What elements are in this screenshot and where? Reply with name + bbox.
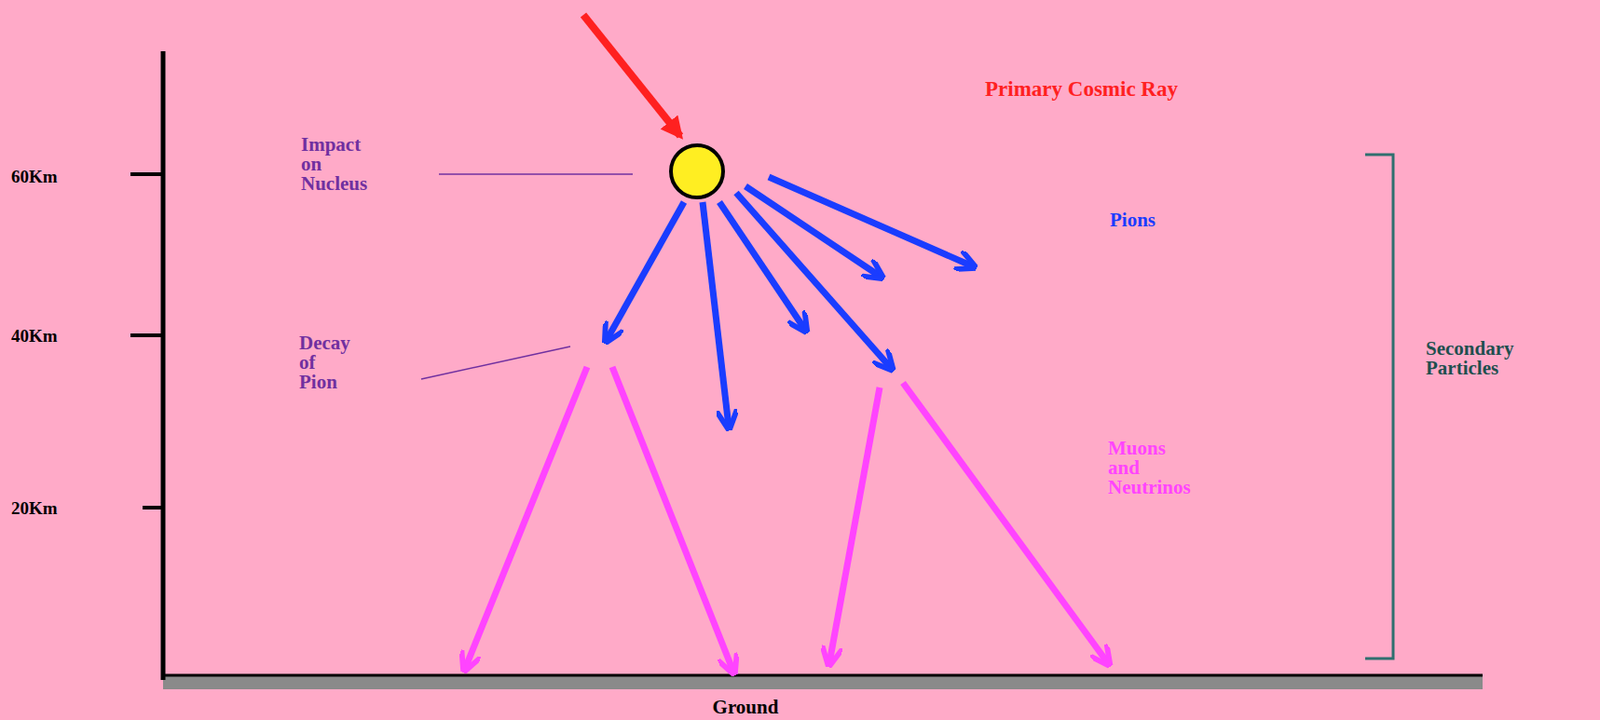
axis-tick [130, 333, 164, 338]
particle-label: Pions [1109, 210, 1156, 231]
particle-label: Muons and Neutrinos [1107, 438, 1191, 498]
leader-line [421, 346, 571, 380]
altitude-label: 40Km [11, 327, 58, 345]
pion-arrows [606, 177, 973, 427]
bracket [1365, 154, 1394, 659]
leader-line [438, 173, 633, 176]
ground-label: Ground [712, 697, 780, 718]
bracket-label: Secondary Particles [1425, 339, 1515, 379]
axis-tick [142, 505, 164, 510]
ground-bar [163, 674, 1483, 690]
nucleus-circle [670, 145, 724, 198]
altitude-axis [161, 51, 166, 681]
callout-label: Decay of Pion [299, 333, 351, 393]
ground-line [163, 674, 1483, 678]
muon-arrows [464, 367, 1108, 672]
primary-ray-label: Primary Cosmic Ray [984, 78, 1178, 100]
primary-ray-arrow [583, 14, 681, 137]
altitude-label: 20Km [11, 499, 58, 518]
callout-label: Impact on Nucleus [300, 135, 368, 194]
axis-tick [130, 172, 164, 177]
altitude-label: 60Km [11, 167, 58, 186]
